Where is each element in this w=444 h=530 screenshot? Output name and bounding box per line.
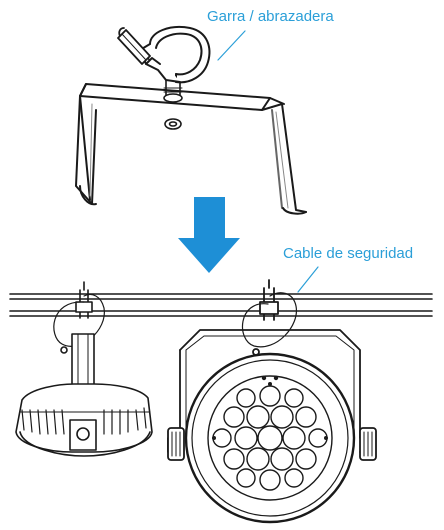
led-lenses bbox=[212, 385, 328, 491]
clamp-bolt bbox=[163, 79, 183, 103]
truss-pipe bbox=[9, 293, 433, 317]
clamp-assembly bbox=[75, 26, 307, 215]
yoke-bracket bbox=[75, 83, 307, 215]
fixture-front-view bbox=[167, 279, 377, 524]
clamp-handle bbox=[117, 27, 151, 65]
fixture-side-view bbox=[15, 281, 153, 457]
clamp-label: Garra / abrazadera bbox=[207, 8, 334, 25]
yoke-nut bbox=[164, 118, 182, 130]
safety-cable-label: Cable de seguridad bbox=[283, 245, 414, 262]
cable-leader-line bbox=[297, 266, 319, 293]
fixture-screws bbox=[212, 375, 328, 440]
clamp-leader-line bbox=[217, 30, 246, 61]
down-arrow-icon bbox=[178, 197, 240, 273]
